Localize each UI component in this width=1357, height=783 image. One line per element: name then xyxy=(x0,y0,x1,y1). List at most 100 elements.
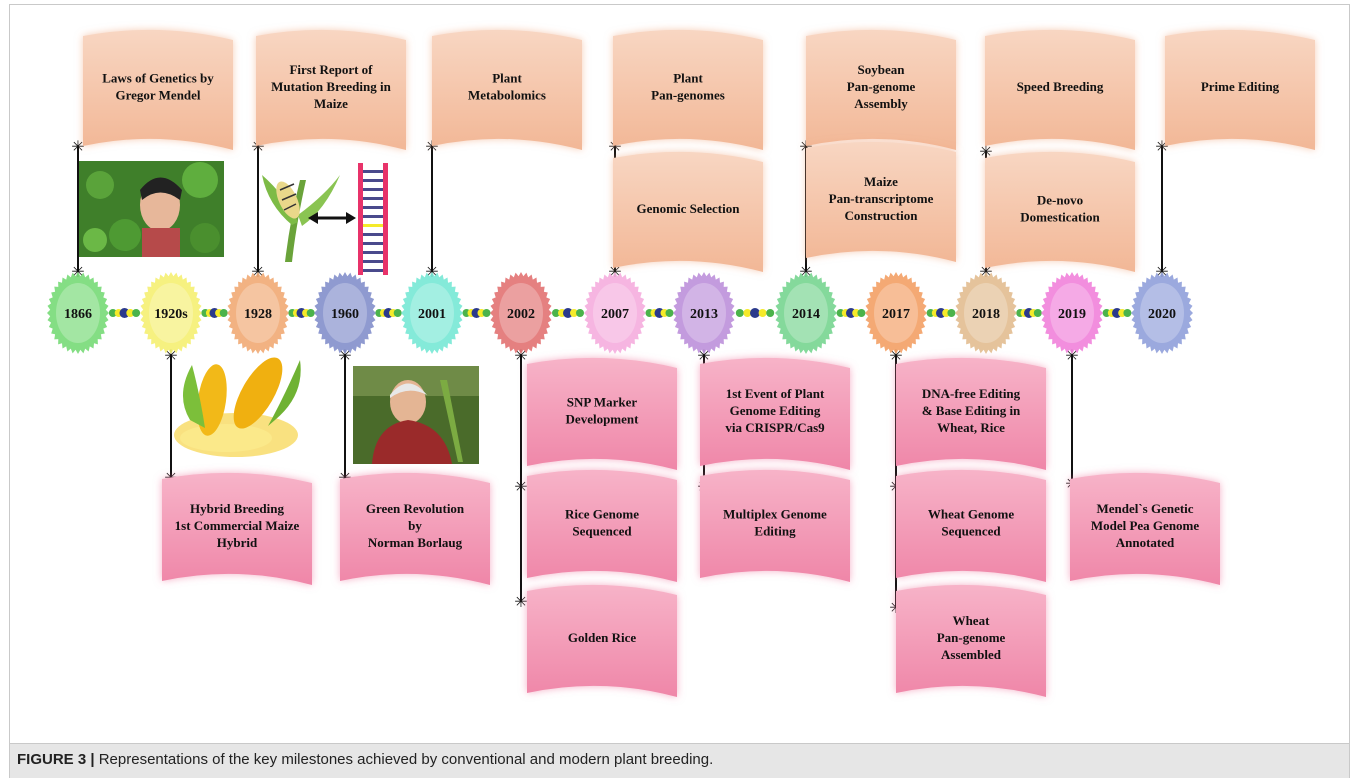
stem-star: ✳ xyxy=(164,348,177,365)
connector-dot xyxy=(1123,309,1132,317)
flag-text-line: Laws of Genetics by xyxy=(102,71,214,86)
flag-text-line: Wheat Genome xyxy=(928,507,1015,522)
flag-text-line: Annotated xyxy=(1116,535,1175,550)
corn-cobs-illustration xyxy=(174,357,301,457)
dna-rung xyxy=(363,233,383,236)
year-badge-1928: 1928 xyxy=(227,272,289,354)
badge-highlight xyxy=(410,283,454,343)
year-badge-2002: 2002 xyxy=(490,272,552,354)
badge-shape xyxy=(775,272,837,354)
year-label: 1928 xyxy=(244,307,272,322)
caption-text: Representations of the key milestones ac… xyxy=(94,751,714,768)
flag-text-line: Development xyxy=(566,412,640,427)
connector-dot xyxy=(306,309,315,317)
flag-shape xyxy=(896,357,1046,470)
year-label: 2014 xyxy=(792,307,820,322)
dna-rung xyxy=(363,197,383,200)
flag-text-line: Maize xyxy=(314,96,348,111)
dna-rung xyxy=(363,215,383,218)
flag-text-line: Pan-genome xyxy=(937,630,1006,645)
flag-text-line: Sequenced xyxy=(572,524,632,539)
connector-dot xyxy=(132,309,141,317)
flag-text-line: Genome Editing xyxy=(730,403,821,418)
flag-text-line: Plant xyxy=(492,71,522,86)
flag-shape xyxy=(613,151,763,272)
caption-label: FIGURE 3 | xyxy=(17,751,95,768)
year-label: 2020 xyxy=(1148,307,1176,322)
badge-highlight xyxy=(682,283,726,343)
badge-shape xyxy=(673,272,735,354)
dna-rung xyxy=(363,242,383,245)
year-badge-2018: 2018 xyxy=(955,272,1017,354)
badge-shape xyxy=(1131,272,1193,354)
badge-highlight xyxy=(1050,283,1094,343)
connector-dot xyxy=(108,309,117,317)
year-label: 1960 xyxy=(331,307,359,322)
flag-shape xyxy=(985,29,1135,150)
badge-highlight xyxy=(56,283,100,343)
year-label: 2018 xyxy=(972,307,1000,322)
connector-dot xyxy=(552,309,560,317)
stem-star: ✳ xyxy=(697,348,710,365)
dna-rung xyxy=(363,251,383,254)
connector-dot xyxy=(665,309,674,317)
flag-text-line: DNA-free Editing xyxy=(922,386,1021,401)
flag-dna-free-editing: DNA-free Editing& Base Editing inWheat, … xyxy=(896,357,1046,470)
flag-text-line: Assembly xyxy=(854,96,908,111)
flag-genomic-selection: Genomic Selection xyxy=(613,151,763,272)
stem-star: ✳ xyxy=(338,348,351,365)
milestone-timeline: ✳✳✳✳✳✳✳✳✳✳✳✳✳✳✳✳✳✳✳✳✳✳✳✳✳✳✳✳ Laws of Gen… xyxy=(47,29,1315,697)
connector-dot xyxy=(570,309,578,317)
flag-text-line: Multiplex Genome xyxy=(723,507,827,522)
flag-shape xyxy=(896,469,1046,582)
dna-rung xyxy=(363,224,383,227)
flag-text-line: Soybean xyxy=(858,62,906,77)
connector-dot xyxy=(743,309,752,317)
flag-shape xyxy=(806,141,956,262)
badge-highlight xyxy=(323,283,367,343)
year-badge-2014: 2014 xyxy=(775,272,837,354)
flag-shape xyxy=(162,472,312,585)
flag-text-line: Hybrid Breeding xyxy=(190,501,285,516)
year-badge-2013: 2013 xyxy=(673,272,735,354)
year-label: 2019 xyxy=(1058,307,1086,322)
year-label: 2001 xyxy=(418,307,446,322)
connector-dot xyxy=(219,309,228,317)
flag-text-line: & Base Editing in xyxy=(922,403,1021,418)
year-badge-2020: 2020 xyxy=(1131,272,1193,354)
connector-dot xyxy=(576,309,584,317)
flag-speed-breeding: Speed Breeding xyxy=(985,29,1135,150)
flag-shape xyxy=(527,469,677,582)
flag-text-line: Mendel`s Genetic xyxy=(1096,501,1193,516)
connector-dot xyxy=(735,309,744,317)
flag-text-line: Rice Genome xyxy=(565,507,639,522)
badge-shape xyxy=(314,272,376,354)
flag-shape xyxy=(256,29,406,150)
connector-dot xyxy=(766,309,775,317)
flag-text-line: Golden Rice xyxy=(568,630,636,645)
connector-dot xyxy=(750,308,760,318)
caption-bar xyxy=(10,743,1349,778)
timeline-connectors xyxy=(108,308,1132,318)
connector-dot xyxy=(857,309,866,317)
flag-shape xyxy=(432,29,582,150)
badge-shape xyxy=(47,272,109,354)
year-label: 1920s xyxy=(154,307,188,322)
stem-star: ✳ xyxy=(514,479,527,496)
flag-shape xyxy=(1165,29,1315,150)
stem-star: ✳ xyxy=(979,144,992,161)
stem-star: ✳ xyxy=(889,348,902,365)
flag-text-line: Green Revolution xyxy=(366,501,465,516)
flag-text-line: Genomic Selection xyxy=(637,201,741,216)
